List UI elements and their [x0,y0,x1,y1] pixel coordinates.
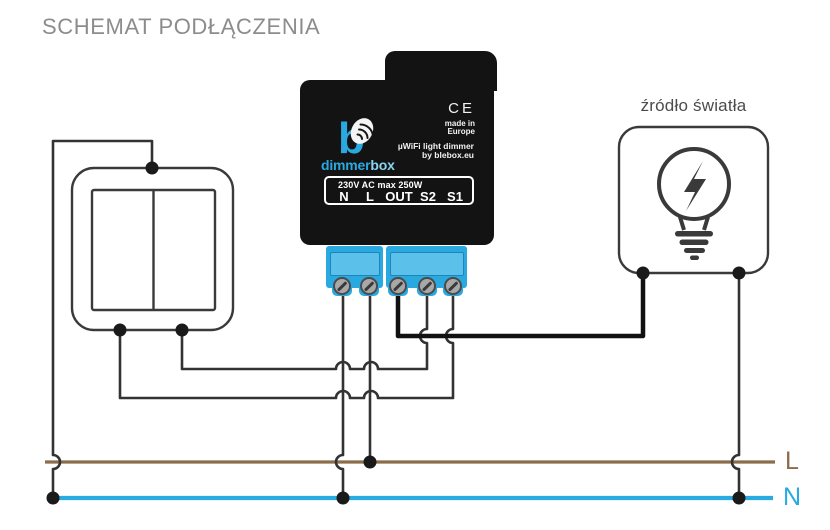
page-title: SCHEMAT PODŁĄCZENIA [42,14,321,39]
wire-n-terminal-to-n-line [334,292,345,500]
terminal-screw-icon [360,277,378,295]
light-bulb-icon [657,147,731,260]
terminal-label-out: OUT [385,189,413,204]
wire-switch-common-to-n [51,139,154,500]
wire-switch-to-s2 [180,292,429,371]
brand-dimmer: dimmer [321,157,371,173]
wire-light-to-n-line [730,271,741,500]
brand-box: box [370,157,395,173]
n-line-label: N [783,483,802,511]
terminal-labels: N L OUT S2 S1 [326,189,472,204]
made-in-label: made in Europe [444,119,475,136]
terminal-label-s1: S1 [447,189,463,204]
terminal-label-l: L [366,189,374,204]
l-line-label: L [785,447,799,475]
wall-switch-symbol [70,166,235,332]
device-housing [300,80,494,245]
logo-signal-icon [350,118,374,144]
wire-out-to-light [395,270,646,339]
blebox-logo: b [338,114,374,160]
light-source-label: źródło światła [640,96,747,115]
terminal-block-inner [390,252,464,276]
terminal-screw-icon [389,277,407,295]
brand-wordmark: dimmerbox [321,157,395,173]
junction-dots [46,161,746,505]
terminal-label-n: N [339,189,349,204]
terminal-label-box: 230V AC max 250W N L OUT S2 S1 [324,176,474,205]
terminal-screw-icon [418,277,436,295]
lightning-bolt-icon [684,161,706,211]
terminal-screw-icon [444,277,462,295]
rating-label: 230V AC max 250W [338,180,423,190]
terminal-label-s2: S2 [420,189,436,204]
ce-mark-label: CE [448,100,475,117]
product-description: µWiFi light dimmer by blebox.eu [397,141,474,160]
light-source-outline [617,125,770,275]
terminal-block-inner [330,252,380,276]
light-source-symbol [617,125,770,275]
terminal-screw-icon [333,277,351,295]
